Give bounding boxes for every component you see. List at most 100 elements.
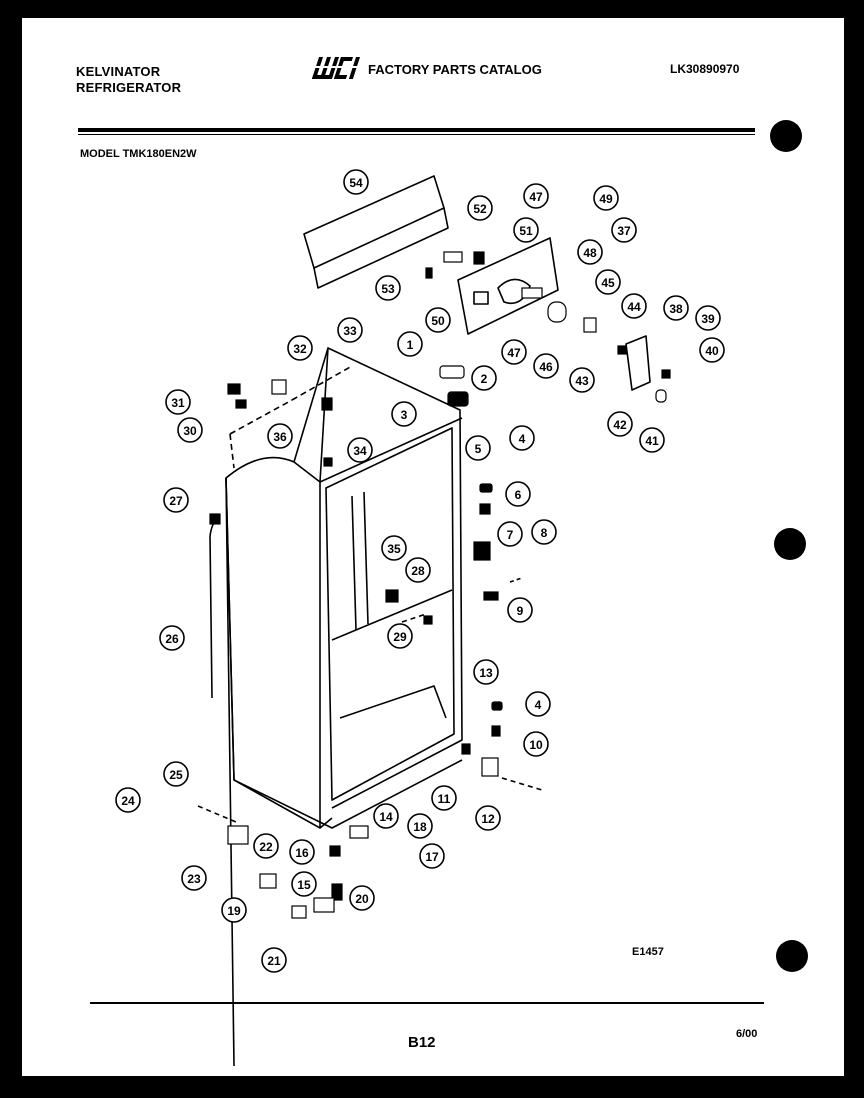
callout-circle [221, 897, 247, 923]
callout-number: 33 [343, 324, 357, 338]
callout-number: 48 [583, 246, 597, 260]
callout-number: 40 [705, 344, 719, 358]
callout-circle [523, 183, 549, 209]
callout-28: 28 [405, 557, 431, 583]
callout-49: 49 [593, 185, 619, 211]
callout-8: 8 [531, 519, 557, 545]
callout-1: 1 [397, 331, 423, 357]
callout-number: 50 [431, 314, 445, 328]
callout-number: 30 [183, 424, 197, 438]
callout-number: 36 [273, 430, 287, 444]
callout-46: 46 [533, 353, 559, 379]
binder-hole-bottom [776, 940, 808, 972]
callout-circle [695, 305, 721, 331]
callout-circle [505, 481, 531, 507]
callout-circle [577, 239, 603, 265]
callout-number: 4 [519, 432, 526, 446]
callout-39: 39 [695, 305, 721, 331]
callout-number: 12 [481, 812, 495, 826]
callout-circle [501, 339, 527, 365]
callout-47: 47 [523, 183, 549, 209]
callout-51: 51 [513, 217, 539, 243]
callout-50: 50 [425, 307, 451, 333]
callout-number: 45 [601, 276, 615, 290]
callout-31: 31 [165, 389, 191, 415]
callout-7: 7 [497, 521, 523, 547]
callout-14: 14 [373, 803, 399, 829]
callout-38: 38 [663, 295, 689, 321]
callout-number: 46 [539, 360, 553, 374]
callout-47: 47 [501, 339, 527, 365]
callout-circle [349, 885, 375, 911]
callout-32: 32 [287, 335, 313, 361]
header-rule-thin [78, 134, 755, 135]
callout-9: 9 [507, 597, 533, 623]
callout-33: 33 [337, 317, 363, 343]
callout-23: 23 [181, 865, 207, 891]
callout-25: 25 [163, 761, 189, 787]
callout-21: 21 [261, 947, 287, 973]
callout-number: 11 [438, 792, 451, 806]
callout-48: 48 [577, 239, 603, 265]
callout-22: 22 [253, 833, 279, 859]
parts-catalog-sheet: KELVINATOR REFRIGERATOR FACTORY PARTS CA… [22, 18, 844, 1076]
callout-number: 8 [541, 526, 548, 540]
callout-number: 39 [701, 312, 715, 326]
callout-circle [291, 871, 317, 897]
brand-block: KELVINATOR REFRIGERATOR [76, 64, 181, 96]
callout-27: 27 [163, 487, 189, 513]
callout-37: 37 [611, 217, 637, 243]
callout-2: 2 [471, 365, 497, 391]
callout-number: 53 [381, 282, 395, 296]
binder-hole-middle [774, 528, 806, 560]
callout-35: 35 [381, 535, 407, 561]
callout-circle [407, 813, 433, 839]
callout-number: 28 [411, 564, 425, 578]
brand-name: KELVINATOR [76, 64, 161, 79]
cabinet-outline [197, 175, 651, 1067]
callout-circle [531, 519, 557, 545]
callout-5: 5 [465, 435, 491, 461]
callout-circle [471, 365, 497, 391]
callout-number: 41 [645, 434, 659, 448]
callout-number: 24 [121, 794, 135, 808]
callout-circle [375, 275, 401, 301]
revision-date: 6/00 [736, 1028, 758, 1040]
callout-circle [373, 803, 399, 829]
document-number: LK30890970 [670, 62, 740, 76]
callout-19: 19 [221, 897, 247, 923]
small-parts [209, 251, 671, 919]
callout-number: 37 [617, 224, 631, 238]
callout-circle [431, 785, 457, 811]
callout-number: 21 [267, 954, 281, 968]
callout-circle [611, 217, 637, 243]
callout-4: 4 [509, 425, 535, 451]
callout-circle [475, 805, 501, 831]
callout-12: 12 [475, 805, 501, 831]
callout-number: 13 [479, 666, 493, 680]
callout-17: 17 [419, 843, 445, 869]
callout-number: 9 [517, 604, 524, 618]
callout-circle [267, 423, 293, 449]
callout-circle [533, 353, 559, 379]
callout-circle [509, 425, 535, 451]
callout-circle [465, 435, 491, 461]
callout-45: 45 [595, 269, 621, 295]
footer-rule [90, 1002, 764, 1004]
callout-number: 43 [575, 374, 589, 388]
callout-number: 38 [669, 302, 683, 316]
callout-circle [381, 535, 407, 561]
callout-18: 18 [407, 813, 433, 839]
callout-circle [607, 411, 633, 437]
callout-number: 26 [165, 632, 179, 646]
callout-circle [593, 185, 619, 211]
callout-number: 7 [507, 528, 514, 542]
callout-circle [181, 865, 207, 891]
callout-circle [163, 487, 189, 513]
callout-13: 13 [473, 659, 499, 685]
callout-number: 52 [473, 202, 487, 216]
callout-circle [159, 625, 185, 651]
callout-number: 25 [169, 768, 183, 782]
callout-number: 42 [613, 418, 627, 432]
callout-53: 53 [375, 275, 401, 301]
